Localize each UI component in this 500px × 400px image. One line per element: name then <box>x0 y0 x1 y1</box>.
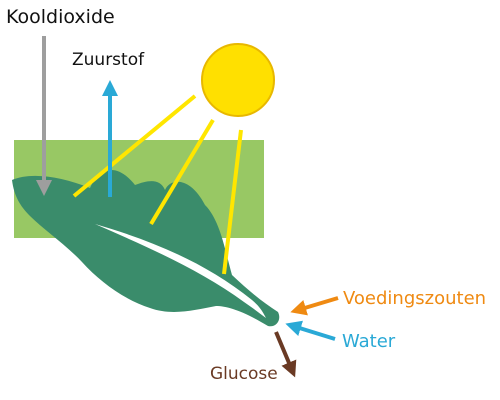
oxygen-label: Zuurstof <box>72 50 145 70</box>
water-arrow <box>285 320 336 341</box>
nutrients-label: Voedingszouten <box>343 288 487 309</box>
sun-ray <box>222 129 243 275</box>
nutrients-arrow <box>290 296 339 316</box>
sun-rays <box>72 94 243 275</box>
sun-ray <box>149 118 215 226</box>
glucose-arrow <box>274 331 297 378</box>
sun-ray <box>72 94 197 198</box>
glucose-label: Glucose <box>210 364 278 384</box>
leaf-icon <box>12 170 280 327</box>
co2-label: Kooldioxide <box>6 6 115 28</box>
water-label: Water <box>342 331 396 352</box>
sun-icon <box>201 43 275 117</box>
